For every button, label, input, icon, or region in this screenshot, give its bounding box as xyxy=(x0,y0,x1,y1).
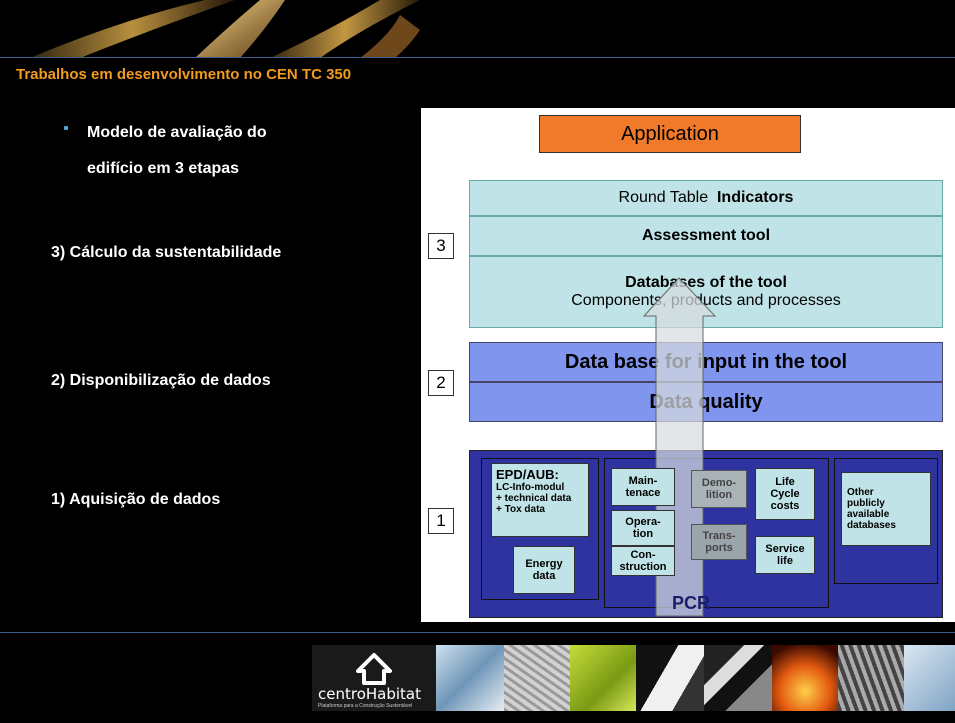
logo-name: centroHabitat xyxy=(318,685,421,703)
energy-line-1: Energy xyxy=(525,558,563,570)
lcc-line-2: Cycle xyxy=(770,488,800,500)
other-databases-box: Other publicly available databases xyxy=(841,472,931,546)
application-label: Application xyxy=(621,122,719,145)
transports-box: Trans- ports xyxy=(691,524,747,560)
databases-title: Databases of the tool xyxy=(625,274,787,291)
pcr-label: PCR xyxy=(671,592,710,613)
stone-thumbnail xyxy=(838,645,904,711)
round-table-indicators-box: Round Table Indicators xyxy=(469,180,943,216)
step-2-label: 2) Disponibilização de dados xyxy=(51,372,271,389)
sky-thumbnail xyxy=(904,645,955,711)
level-3-number: 3 xyxy=(428,233,454,259)
other-line-3: available xyxy=(847,509,890,520)
bullet-line-2: edifício em 3 etapas xyxy=(87,160,240,177)
transports-line-1: Trans- xyxy=(702,530,736,542)
centro-habitat-logo: centroHabitat Plataforma para a Construç… xyxy=(312,645,436,711)
demolition-line-2: lition xyxy=(705,489,733,501)
house-logo-icon xyxy=(356,653,392,685)
other-line-2: publicly xyxy=(847,498,885,509)
water-splash-thumbnail xyxy=(436,645,504,711)
energy-line-2: data xyxy=(532,570,556,582)
footer-rule xyxy=(0,632,955,633)
slide-title: Trabalhos em desenvolvimento no CEN TC 3… xyxy=(16,66,352,83)
databases-subtitle: Components, products and processes xyxy=(571,292,841,309)
level-1-number: 1 xyxy=(428,508,454,534)
construction-line-1: Con- xyxy=(630,549,656,561)
transports-line-2: ports xyxy=(705,542,733,554)
demolition-line-1: Demo- xyxy=(701,477,737,489)
energy-data-box: Energy data xyxy=(513,546,575,594)
other-group-frame xyxy=(834,458,938,584)
epd-title: EPD/AUB: xyxy=(496,467,559,482)
data-base-input-box: Data base for input in the tool xyxy=(469,342,943,382)
leaf-thumbnail xyxy=(570,645,636,711)
logo-tagline: Plataforma para a Construção Sustentável xyxy=(318,703,413,709)
lifecycle-group-frame xyxy=(604,458,829,608)
banner-artwork xyxy=(30,0,420,58)
turbine-thumbnail xyxy=(636,645,704,711)
assessment-tool-box: Assessment tool xyxy=(469,216,943,256)
structure-thumbnail xyxy=(704,645,772,711)
level-2-number: 2 xyxy=(428,370,454,396)
data-base-input-label: Data base for input in the tool xyxy=(564,350,848,373)
operation-box: Opera- tion xyxy=(611,510,675,546)
epd-aub-box: EPD/AUB: LC-Info-modul + technical data … xyxy=(491,463,589,537)
texture-thumbnail xyxy=(504,645,570,711)
service-line-1: Service xyxy=(765,543,805,555)
construction-line-2: struction xyxy=(619,561,667,573)
indicators-label: Indicators xyxy=(716,189,794,206)
service-line-2: life xyxy=(777,555,793,567)
header-banner xyxy=(0,0,955,58)
maintenance-line-1: Main- xyxy=(628,475,658,487)
bullet-icon xyxy=(64,126,68,130)
maintenance-box: Main- tenace xyxy=(611,468,675,506)
life-cycle-costs-box: Life Cycle costs xyxy=(755,468,815,520)
epd-line-3: + Tox data xyxy=(496,504,545,515)
epd-line-1: LC-Info-modul xyxy=(496,482,565,493)
header-rule xyxy=(0,57,955,58)
assessment-tool-label: Assessment tool xyxy=(641,227,771,244)
step-3-label: 3) Cálculo da sustentabilidade xyxy=(51,244,282,261)
operation-line-2: tion xyxy=(632,528,654,540)
other-line-4: databases xyxy=(847,520,896,531)
lcc-line-1: Life xyxy=(775,476,795,488)
lcc-line-3: costs xyxy=(770,500,800,512)
service-life-box: Service life xyxy=(755,536,815,574)
other-line-1: Other xyxy=(847,487,874,498)
assessment-model-diagram: Application Round Table Indicators Asses… xyxy=(421,108,955,622)
maintenance-line-2: tenace xyxy=(625,487,661,499)
operation-line-1: Opera- xyxy=(625,516,661,528)
bullet-line-1: Modelo de avaliação do xyxy=(87,124,267,141)
step-1-label: 1) Aquisição de dados xyxy=(51,491,221,508)
epd-line-2: + technical data xyxy=(496,493,572,504)
epd-group-frame xyxy=(481,458,599,600)
construction-box: Con- struction xyxy=(611,546,675,576)
demolition-box: Demo- lition xyxy=(691,470,747,508)
application-box: Application xyxy=(539,115,801,153)
fire-thumbnail xyxy=(772,645,838,711)
round-table-label: Round Table xyxy=(618,189,709,206)
